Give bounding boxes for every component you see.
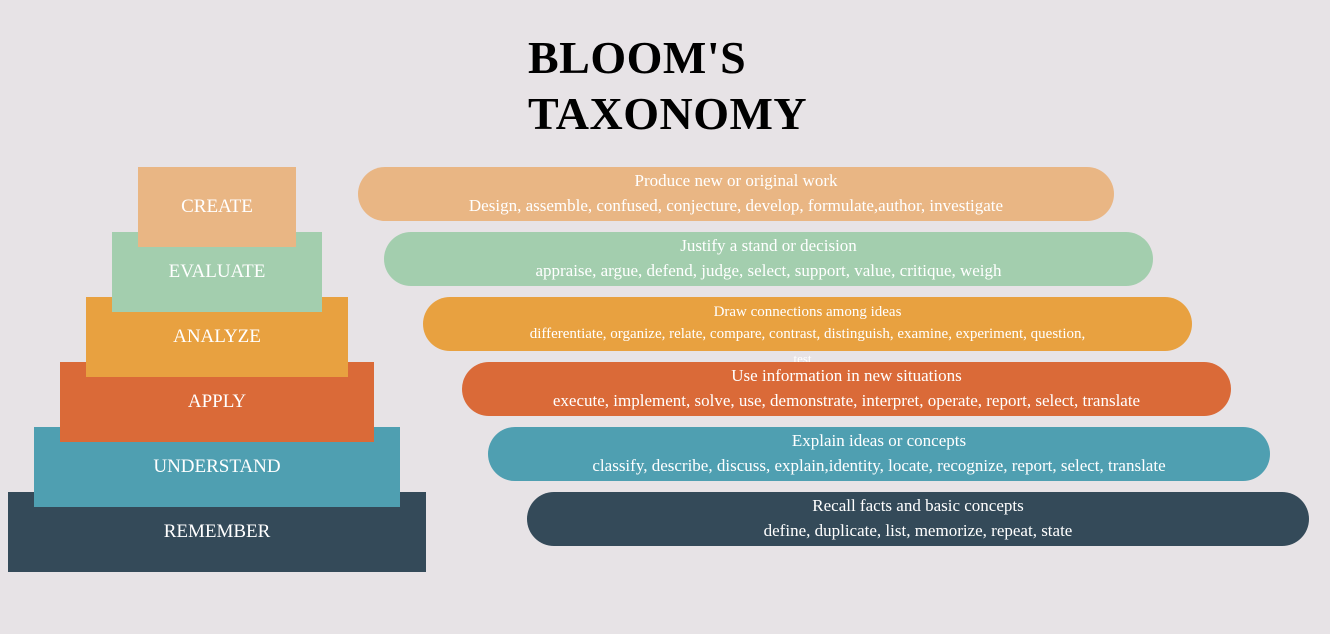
desc-analyze: Draw connections among ideas differentia… [423, 297, 1192, 366]
level-label: EVALUATE [168, 261, 266, 282]
desc-title: Recall facts and basic concepts [812, 496, 1024, 515]
level-label: REMEMBER [163, 521, 271, 542]
desc-apply: Use information in new situations execut… [462, 362, 1231, 416]
level-label: APPLY [187, 391, 247, 412]
level-label: UNDERSTAND [153, 456, 281, 477]
desc-verbs: execute, implement, solve, use, demonstr… [552, 391, 1141, 410]
desc-remember: Recall facts and basic concepts define, … [527, 492, 1309, 546]
desc-title: Draw connections among ideas [713, 304, 902, 320]
level-label: ANALYZE [173, 326, 261, 347]
desc-evaluate: Justify a stand or decision appraise, ar… [384, 232, 1153, 286]
desc-title: Produce new or original work [634, 171, 838, 190]
title-line-1: BLOOM'S [528, 32, 747, 83]
desc-create: Produce new or original work Design, ass… [358, 167, 1114, 221]
desc-verbs: define, duplicate, list, memorize, repea… [763, 521, 1073, 540]
desc-title: Justify a stand or decision [680, 236, 857, 255]
title-line-2: TAXONOMY [528, 88, 808, 139]
desc-verbs: Design, assemble, confused, conjecture, … [468, 196, 1004, 215]
desc-verbs: appraise, argue, defend, judge, select, … [535, 261, 1002, 280]
desc-understand: Explain ideas or concepts classify, desc… [488, 427, 1270, 481]
page-title: BLOOM'S TAXONOMY [528, 30, 888, 142]
desc-verbs: differentiate, organize, relate, compare… [529, 326, 1086, 342]
level-create: CREATE [138, 167, 296, 247]
desc-verbs: classify, describe, discuss, explain,ide… [592, 456, 1166, 475]
level-label: CREATE [181, 196, 253, 217]
desc-title: Use information in new situations [731, 366, 962, 385]
desc-title: Explain ideas or concepts [791, 431, 967, 450]
